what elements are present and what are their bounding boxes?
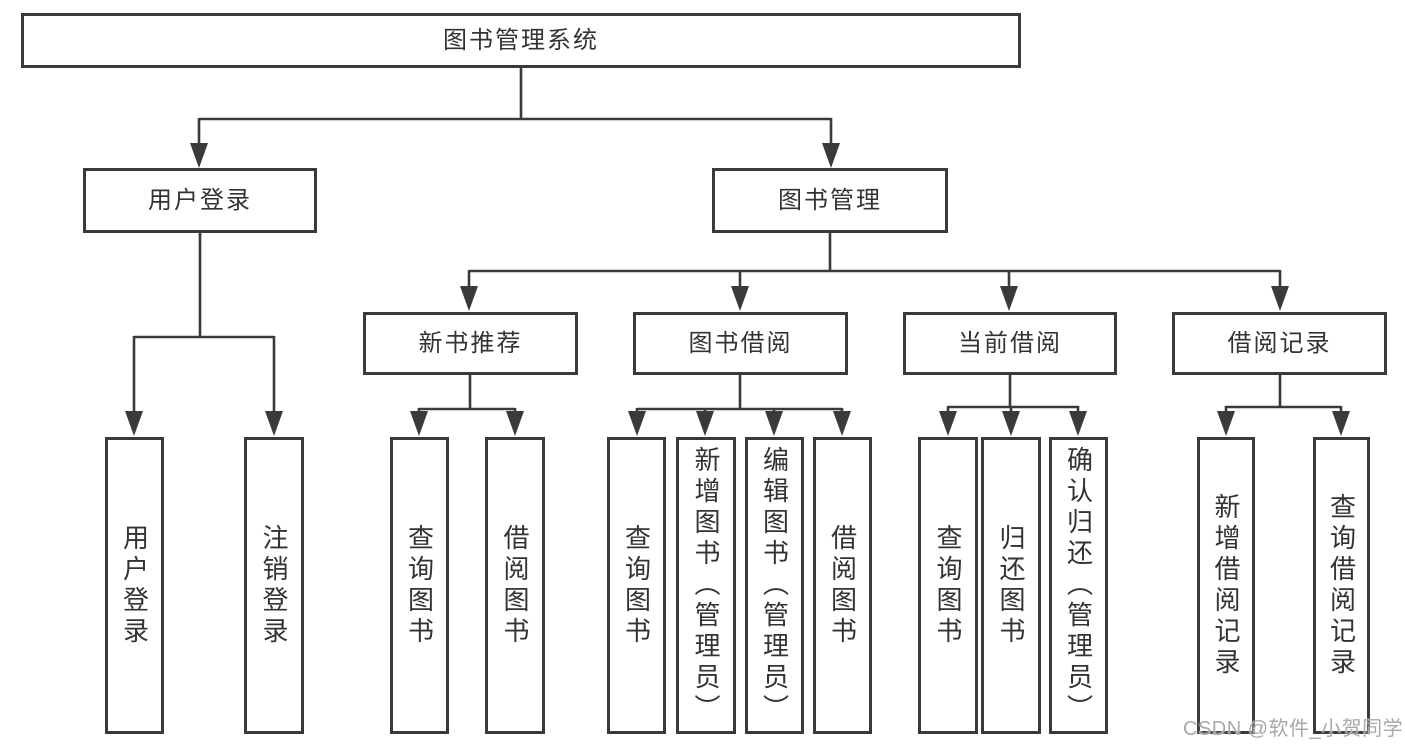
node-new-book-recommend: 新书推荐 (363, 312, 578, 375)
leaf-borrow-books-recommend: 借阅图书 (485, 437, 545, 734)
leaf-query-books-borrow: 查询图书 (607, 437, 666, 734)
leaf-add-book-admin: 新增图书（管理员） (676, 437, 736, 734)
node-book-management: 图书管理 (712, 168, 948, 233)
leaf-return-book: 归还图书 (981, 437, 1041, 734)
leaf-user-login: 用户登录 (105, 437, 164, 734)
leaf-query-borrow-record: 查询借阅记录 (1313, 437, 1370, 734)
node-user-login: 用户登录 (83, 168, 317, 233)
leaf-edit-book-admin: 编辑图书（管理员） (745, 437, 804, 734)
leaf-query-books-recommend: 查询图书 (390, 437, 449, 734)
node-book-borrow: 图书借阅 (633, 312, 848, 375)
node-borrow-records: 借阅记录 (1172, 312, 1387, 375)
node-current-borrow: 当前借阅 (903, 312, 1117, 375)
csdn-watermark: CSDN @软件_小贺同学 (1183, 718, 1404, 740)
leaf-confirm-return-admin: 确认归还（管理员） (1049, 437, 1108, 734)
arrowheads (125, 143, 1350, 436)
leaf-logout: 注销登录 (244, 437, 304, 734)
leaf-query-books-current: 查询图书 (918, 437, 978, 734)
leaf-add-borrow-record: 新增借阅记录 (1197, 437, 1255, 734)
leaf-borrow-books: 借阅图书 (813, 437, 872, 734)
node-root-system: 图书管理系统 (21, 13, 1021, 68)
